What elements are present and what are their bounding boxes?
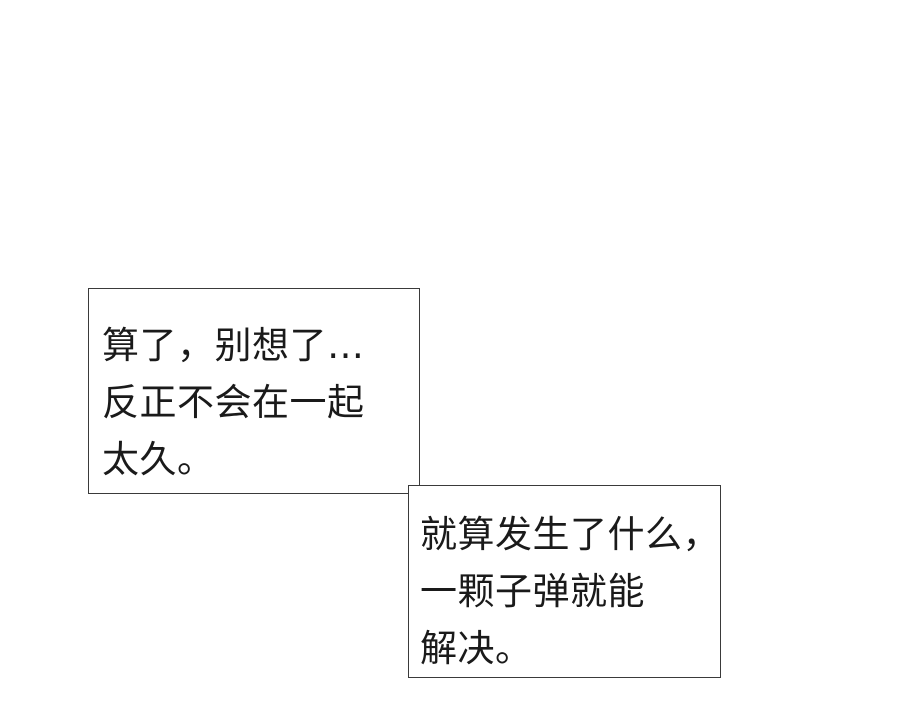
caption-2-line-3: 解决。: [420, 627, 533, 670]
caption-box-2: 就算发生了什么， 一颗子弹就能 解决。: [408, 485, 721, 678]
caption-box-1: 算了，别想了… 反正不会在一起 太久。: [88, 288, 420, 494]
caption-1-line-2: 反正不会在一起: [102, 381, 365, 424]
caption-1-line-3: 太久。: [102, 438, 215, 481]
caption-2-line-1: 就算发生了什么，: [420, 513, 720, 556]
caption-2-line-2: 一颗子弹就能: [420, 570, 645, 613]
caption-1-line-1: 算了，别想了…: [102, 324, 365, 367]
